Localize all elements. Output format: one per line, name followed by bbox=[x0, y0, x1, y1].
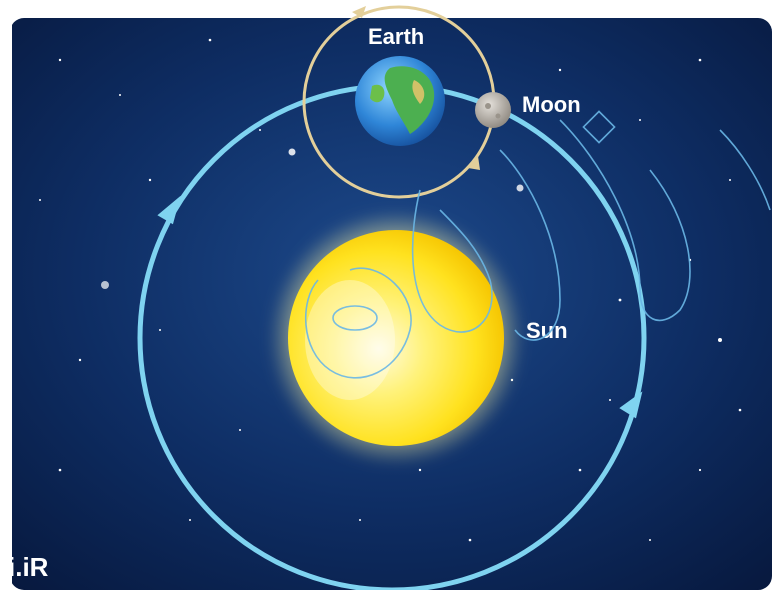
sun-icon bbox=[268, 210, 524, 466]
orbit-arrow-icon bbox=[468, 156, 480, 170]
earth-label: Earth bbox=[368, 24, 424, 49]
orbit-arrow-icon bbox=[352, 6, 366, 18]
earth-icon bbox=[355, 56, 445, 146]
sun-label: Sun bbox=[526, 318, 568, 343]
moon-icon bbox=[475, 92, 511, 128]
watermark-outline bbox=[304, 110, 771, 379]
orbit-arrow-icon bbox=[619, 391, 643, 419]
orbit-arrow-icon bbox=[157, 195, 181, 225]
star-field bbox=[39, 38, 742, 542]
corner-watermark: i.iR bbox=[8, 552, 49, 582]
moon-label: Moon bbox=[522, 92, 581, 117]
left-white-margin bbox=[0, 0, 12, 590]
